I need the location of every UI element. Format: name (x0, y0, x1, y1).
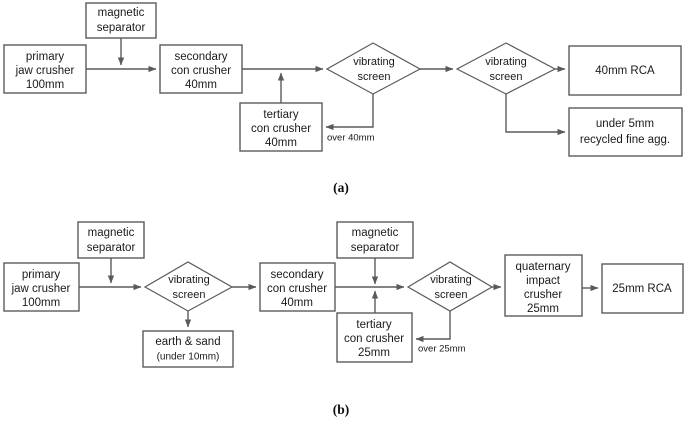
node-primary-jaw-crusher-b: primary jaw crusher 100mm (3, 262, 80, 312)
panel-a-caption: (a) (333, 180, 349, 195)
node-secondary-con-crusher-b: secondary con crusher 40mm (259, 262, 336, 312)
node-text-line1: primary (22, 269, 61, 281)
edge-screen1-over40-to-tertiary-a (325, 94, 374, 131)
node-text-line2: separator (87, 242, 136, 254)
node-text-line1: under 5mm (596, 118, 654, 130)
node-text-line3: 40mm (185, 79, 217, 91)
node-vibrating-screen-2-a: vibrating screen (455, 42, 557, 95)
node-text-line2: con crusher (171, 65, 231, 77)
node-magnetic-separator-2-b: magnetic separator (336, 221, 414, 259)
node-text-line1: magnetic (352, 227, 399, 239)
node-text-line2: screen (357, 71, 390, 83)
node-text-line1: primary (26, 51, 65, 63)
node-box (3, 44, 87, 94)
node-text-line1: vibrating (168, 274, 210, 286)
node-text-line2: con crusher (344, 333, 404, 345)
node-diamond (406, 261, 494, 312)
node-text-line1: vibrating (430, 274, 472, 286)
node-text-line2: separator (97, 22, 146, 34)
node-box (336, 312, 413, 363)
node-text-line1: tertiary (263, 109, 298, 121)
node-text-line3: 40mm (281, 297, 313, 309)
node-fine-agg-output-a: under 5mm recycled fine agg. (568, 107, 683, 157)
node-text-line3: 25mm (358, 347, 390, 359)
panel-b-caption: (b) (333, 402, 350, 417)
node-magnetic-separator-a: magnetic separator (85, 2, 157, 39)
panel-b: magnetic separator primary jaw crusher 1… (3, 221, 684, 417)
node-text-line4: 25mm (527, 303, 559, 315)
node-vibrating-screen-1-b: vibrating screen (143, 261, 234, 312)
node-text-line2: separator (351, 242, 400, 254)
node-text-line1: 25mm RCA (612, 283, 672, 295)
node-tertiary-con-crusher-a: tertiary con crusher 40mm (239, 102, 323, 152)
node-text-line2: con crusher (251, 123, 311, 135)
node-box (568, 107, 683, 157)
node-box (85, 2, 157, 39)
node-vibrating-screen-1-a: vibrating screen (325, 42, 422, 95)
node-secondary-con-crusher-a: secondary con crusher 40mm (159, 44, 243, 94)
node-text-line1: secondary (174, 51, 227, 63)
node-box (239, 102, 323, 152)
node-box (259, 262, 336, 312)
node-diamond (143, 261, 234, 312)
edge-screen2-over25-to-tertiary-b (415, 311, 451, 343)
node-box (159, 44, 243, 94)
edge-label-over-25mm: over 25mm (418, 344, 466, 355)
node-box (77, 221, 145, 259)
edge-screen2-to-fine-agg-a (505, 94, 566, 136)
node-text-line2: jaw crusher (11, 283, 71, 295)
node-tertiary-con-crusher-b: tertiary con crusher 25mm (336, 312, 413, 363)
edge-label-over-40mm: over 40mm (327, 133, 375, 144)
node-rca-output-a: 40mm RCA (568, 45, 682, 96)
node-box (568, 45, 682, 96)
node-earth-and-sand-b: earth & sand (under 10mm) (142, 330, 234, 368)
node-text-line2: jaw crusher (15, 65, 75, 77)
node-text-line3: 100mm (22, 297, 60, 309)
node-text-line1: earth & sand (155, 336, 220, 348)
node-vibrating-screen-2-b: vibrating screen (406, 261, 494, 312)
node-text-line2: (under 10mm) (157, 352, 220, 363)
node-box (3, 262, 80, 312)
node-box (601, 263, 684, 314)
node-text-line2: screen (434, 289, 467, 301)
node-text-line2: con crusher (267, 283, 327, 295)
node-diamond (325, 42, 422, 95)
node-box (336, 221, 414, 259)
node-text-line1: vibrating (353, 56, 395, 68)
node-text-line2: recycled fine agg. (580, 134, 670, 146)
node-quaternary-impact-crusher-b: quaternary impact crusher 25mm (504, 254, 583, 317)
node-text-line1: quaternary (516, 261, 571, 273)
node-primary-jaw-crusher-a: primary jaw crusher 100mm (3, 44, 87, 94)
node-text-line1: secondary (270, 269, 323, 281)
node-text-line3: 100mm (26, 79, 64, 91)
node-text-line1: magnetic (98, 7, 145, 19)
node-text-line2: screen (172, 289, 205, 301)
node-rca-output-b: 25mm RCA (601, 263, 684, 314)
node-box (504, 254, 583, 317)
node-text-line3: 40mm (265, 137, 297, 149)
node-text-line1: vibrating (485, 56, 527, 68)
node-text-line2: impact (526, 275, 561, 287)
node-text-line1: magnetic (88, 227, 135, 239)
node-magnetic-separator-1-b: magnetic separator (77, 221, 145, 259)
node-diamond (455, 42, 557, 95)
node-text-line1: 40mm RCA (595, 65, 655, 77)
node-text-line2: screen (489, 71, 522, 83)
node-text-line3: crusher (524, 289, 563, 301)
node-box (142, 330, 234, 368)
panel-a: magnetic separator primary jaw crusher 1… (3, 2, 683, 195)
node-text-line1: tertiary (356, 319, 391, 331)
